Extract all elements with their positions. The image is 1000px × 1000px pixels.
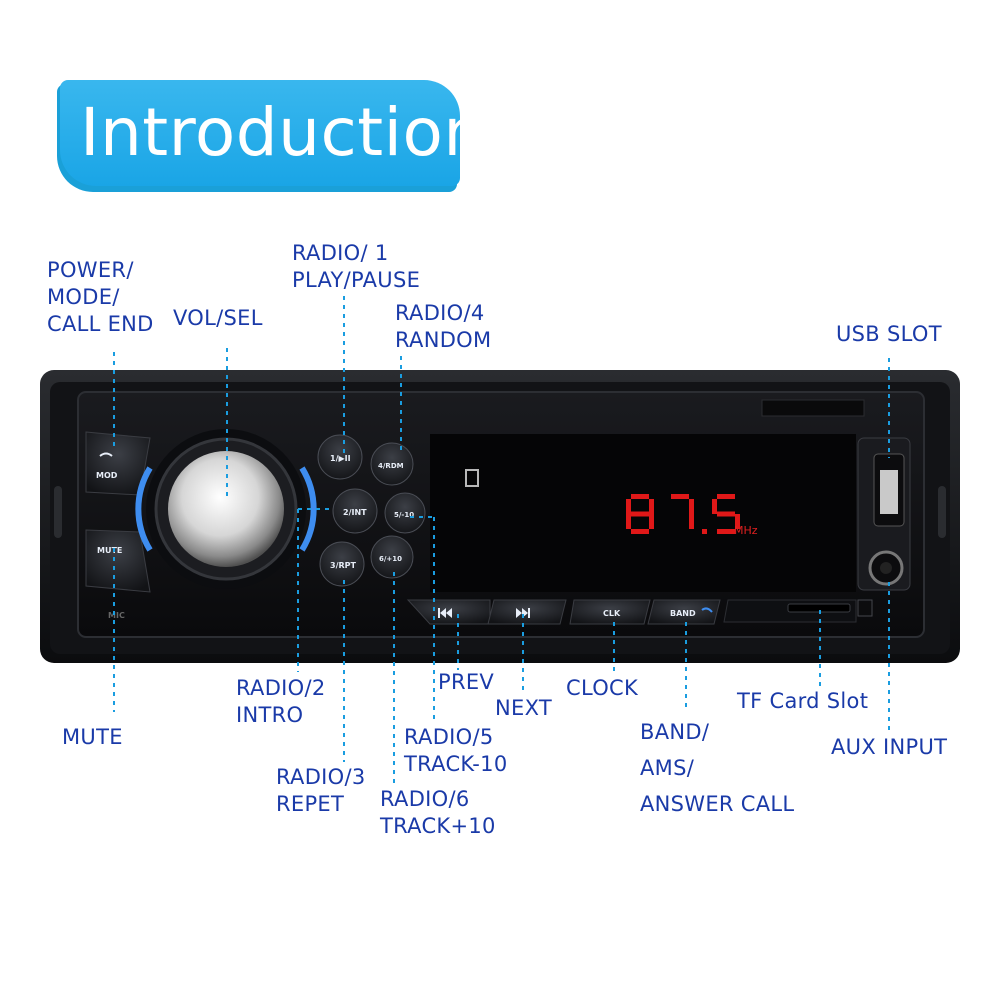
button-1 <box>317 434 363 480</box>
segment-e <box>626 514 631 529</box>
page-title: Introduction <box>60 80 485 186</box>
top-slot <box>761 399 865 417</box>
segment-f <box>626 499 631 514</box>
number-buttons: 1/▶II 4/RDM 2/INT 5/-10 3/RPT 6/+10 <box>317 434 426 587</box>
label-aux-input: AUX INPUT <box>831 735 948 759</box>
band-button <box>647 599 721 625</box>
leader-lines <box>113 296 890 786</box>
button-5 <box>384 492 426 534</box>
next-icon <box>516 608 530 618</box>
button-4-label: 4/RDM <box>378 462 404 470</box>
label-mute: MUTE <box>62 725 123 749</box>
label-usb-slot: USB SLOT <box>836 322 942 346</box>
knob-light-left <box>135 466 153 552</box>
segment-g <box>717 511 735 517</box>
button-3 <box>319 541 365 587</box>
phone-end-icon <box>99 452 113 457</box>
knob-light-right <box>299 466 317 552</box>
band-button-label: BAND <box>670 609 696 618</box>
phone-answer-icon <box>701 607 713 613</box>
button-6 <box>370 535 414 579</box>
segment-a <box>717 494 735 499</box>
next-button <box>487 599 567 625</box>
frequency-unit: MHz <box>734 524 758 537</box>
segment-c <box>735 514 740 529</box>
mute-button <box>85 529 151 593</box>
segment-d <box>717 529 735 534</box>
button-4 <box>370 442 414 486</box>
volume-knob <box>168 451 284 567</box>
label-band: BAND/AMS/ANSWER CALL <box>640 720 795 816</box>
clock-button <box>569 599 651 625</box>
label-power: POWER/MODE/CALL END <box>47 258 154 336</box>
button-2-label: 2/INT <box>343 508 367 517</box>
mic-label: MIC <box>108 611 125 620</box>
label-vol-sel: VOL/SEL <box>173 306 263 330</box>
segment-g <box>631 511 649 517</box>
segment-a <box>631 494 649 499</box>
frequency-readout <box>626 494 740 534</box>
label-clock: CLOCK <box>566 676 639 700</box>
usb-port-contacts <box>880 470 898 514</box>
button-1-label: 1/▶II <box>330 454 351 463</box>
power-button-label: MOD <box>96 471 118 480</box>
segment-a <box>671 494 689 499</box>
segment-c <box>689 514 694 529</box>
button-6-label: 6/+10 <box>379 555 402 563</box>
segment-d <box>631 529 649 534</box>
segment-c <box>649 514 654 529</box>
segment-f <box>712 499 717 514</box>
button-3-label: 3/RPT <box>330 561 357 570</box>
mute-button-label: MUTE <box>97 546 122 555</box>
segment-b <box>689 499 694 514</box>
tf-icon <box>857 599 873 617</box>
button-5-label: 5/-10 <box>394 511 414 519</box>
usb-indicator-icon <box>465 469 479 487</box>
aux-hole <box>880 562 892 574</box>
label-tf-card-slot: TF Card Slot <box>737 689 869 713</box>
decimal-point <box>702 529 707 534</box>
label-next: NEXT <box>495 696 553 720</box>
prev-icon <box>438 608 452 618</box>
label-prev: PREV <box>438 670 495 694</box>
button-2 <box>332 488 378 534</box>
clock-button-label: CLK <box>603 609 621 618</box>
left-release-slot <box>54 486 62 538</box>
segment-b <box>649 499 654 514</box>
right-release-slot <box>938 486 946 538</box>
